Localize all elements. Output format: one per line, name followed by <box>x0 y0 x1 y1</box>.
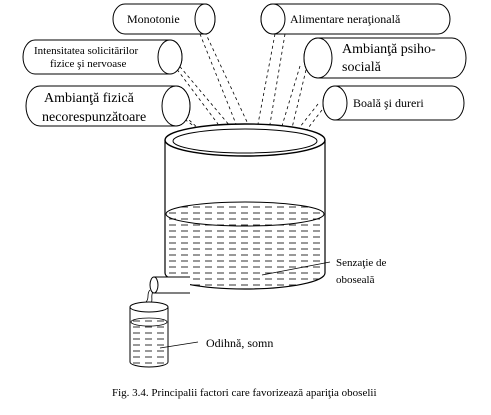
factor-capsule-ambianta-psiho: Ambianţă psiho- socială <box>303 37 467 79</box>
rest-container <box>129 301 169 368</box>
fatigue-tank <box>164 123 326 290</box>
factor-capsule-ambianta-fizica: Ambianţă fizică necorespunzătoare <box>25 85 191 127</box>
factor-label: Alimentare neraţională <box>290 12 401 26</box>
outlet-pipe <box>145 276 190 306</box>
factor-label: Boală şi dureri <box>353 96 424 110</box>
senzatie-label: oboseală <box>336 274 375 286</box>
factor-capsule-boala: Boală şi dureri <box>322 85 465 121</box>
factor-label: Intensitatea solicitărilor <box>34 45 138 57</box>
factor-label: necorespunzătoare <box>42 110 146 125</box>
factor-label: fizice şi nervoase <box>50 58 126 70</box>
odihna-label: Odihnă, somn <box>206 336 273 350</box>
factor-label: Ambianţă psiho- <box>342 42 436 57</box>
factor-capsule-monotonie: Monotonie <box>112 3 216 35</box>
figure-caption: Fig. 3.4. Principalii factori care favor… <box>112 387 377 399</box>
factor-label: socială <box>342 60 382 75</box>
factor-capsule-alimentare: Alimentare neraţională <box>260 3 451 35</box>
factor-capsule-intensitate: Intensitatea solicitărilor fizice şi ner… <box>22 39 183 75</box>
factor-label: Ambianţă fizică <box>44 91 135 106</box>
senzatie-label: Senzaţie de <box>336 257 387 269</box>
odihna-pointer <box>159 341 199 349</box>
factor-label: Monotonie <box>127 12 180 26</box>
senzatie-pointer <box>261 261 331 276</box>
